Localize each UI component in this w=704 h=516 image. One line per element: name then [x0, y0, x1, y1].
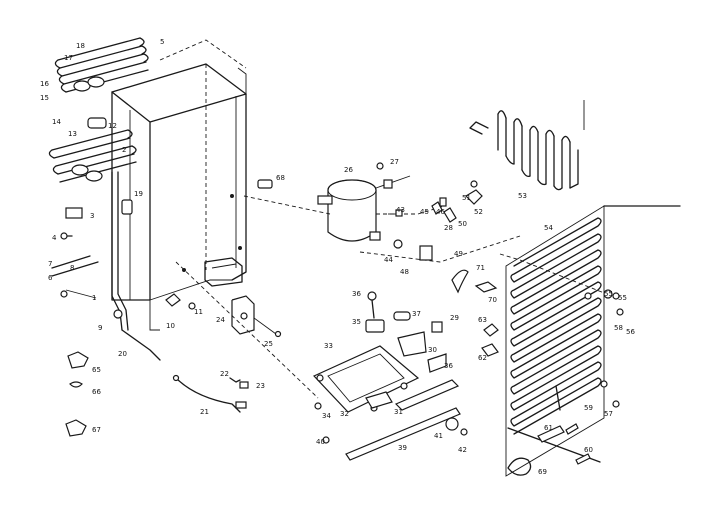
- rail-39: [314, 379, 468, 461]
- callout-29: 29: [450, 314, 459, 322]
- callout-65: 67: [92, 426, 101, 434]
- evaporator-coil-top: [54, 37, 149, 93]
- loose-parts-left: [65, 351, 89, 437]
- callout-1: 1: [92, 294, 96, 302]
- callout-27: 27: [390, 158, 399, 166]
- callout-54: 55: [618, 294, 627, 302]
- compressor: [317, 179, 433, 261]
- callout-19: 19: [134, 190, 143, 198]
- callout-46: 48: [400, 268, 409, 276]
- callout-43-upper: 43: [396, 206, 405, 214]
- callout-12: 12: [108, 122, 117, 130]
- callout-56: 58: [614, 324, 623, 332]
- callout-30: 30: [428, 346, 437, 354]
- callout-55-upper: 56: [626, 328, 635, 336]
- callout-35: 35: [352, 318, 361, 326]
- condenser-coil-upper: [469, 110, 579, 191]
- callout-59: 61: [544, 424, 553, 432]
- callout-31: 31: [394, 408, 403, 416]
- callout-26: 26: [344, 166, 353, 174]
- callout-36: 36: [444, 362, 453, 370]
- condenser-fittings: [451, 269, 624, 476]
- callout-60: 62: [478, 354, 487, 362]
- callout-58: 60: [584, 446, 593, 454]
- callout-67: 69: [538, 468, 547, 476]
- callout-47: 49: [454, 250, 463, 258]
- callout-55-lower: 57: [604, 410, 613, 418]
- callout-13: 13: [68, 130, 77, 138]
- callout-63: 66: [92, 388, 101, 396]
- compressor-base-pan: [312, 345, 420, 413]
- callout-33: 33: [324, 342, 333, 350]
- callout-5: 5: [160, 38, 164, 46]
- cabinet-small-parts: [51, 117, 273, 319]
- callout-2: 2: [122, 146, 126, 154]
- callout-21: 21: [200, 408, 209, 416]
- pedestal-bracket: [365, 291, 447, 373]
- callout-11: 11: [194, 308, 203, 316]
- callout-10: 10: [166, 322, 175, 330]
- callout-14: 14: [52, 118, 61, 126]
- callout-51: 53: [518, 192, 527, 200]
- callout-69: 71: [476, 264, 485, 272]
- callout-50: 52: [474, 208, 483, 216]
- callout-68: 70: [488, 296, 497, 304]
- callout-61: 63: [478, 316, 487, 324]
- callout-39: 39: [398, 444, 407, 452]
- callout-66: 68: [276, 174, 285, 182]
- callout-20: 20: [118, 350, 127, 358]
- callout-45: 46: [436, 208, 445, 216]
- callout-62: 65: [92, 366, 101, 374]
- drain-tube: [111, 171, 161, 361]
- callout-37: 37: [412, 310, 421, 318]
- callout-52: 54: [544, 224, 553, 232]
- callout-53: 55: [604, 290, 613, 298]
- callout-15: 15: [40, 94, 49, 102]
- callout-40: 40: [316, 438, 325, 446]
- callout-24: 24: [216, 316, 225, 324]
- callout-49: 51: [462, 194, 471, 202]
- callout-42: 42: [458, 446, 467, 454]
- callout-38: 36: [352, 290, 361, 298]
- callout-18: 18: [76, 42, 85, 50]
- condenser-grid: [505, 100, 681, 477]
- callout-34: 34: [322, 412, 331, 420]
- callout-44: 45: [420, 208, 429, 216]
- callout-41: 41: [434, 432, 443, 440]
- callout-25: 25: [264, 340, 273, 348]
- wiring-harness: [172, 374, 249, 413]
- callout-48: 50: [458, 220, 467, 228]
- callout-8: 8: [70, 264, 74, 272]
- compressor-fittings: [376, 162, 483, 223]
- callout-16: 16: [40, 80, 49, 88]
- callout-22: 22: [220, 370, 229, 378]
- callout-3: 3: [90, 212, 94, 220]
- callout-23: 23: [256, 382, 265, 390]
- mounting-bracket-24: [231, 295, 282, 338]
- callout-57: 59: [584, 404, 593, 412]
- callout-7: 7: [48, 260, 52, 268]
- callout-6: 6: [48, 274, 53, 282]
- callout-43-lower: 44: [384, 256, 393, 264]
- callout-labels: 18 17 16 15 14 13 12 2 19 3 4 7 6 8 9 20…: [40, 38, 635, 476]
- callout-4: 4: [52, 234, 57, 242]
- callout-32: 32: [340, 410, 349, 418]
- callout-28: 28: [444, 224, 453, 232]
- callout-9: 9: [98, 324, 102, 332]
- callout-17: 17: [64, 54, 73, 62]
- evaporator-coil-lower: [48, 129, 137, 183]
- cabinet-body: [111, 39, 247, 331]
